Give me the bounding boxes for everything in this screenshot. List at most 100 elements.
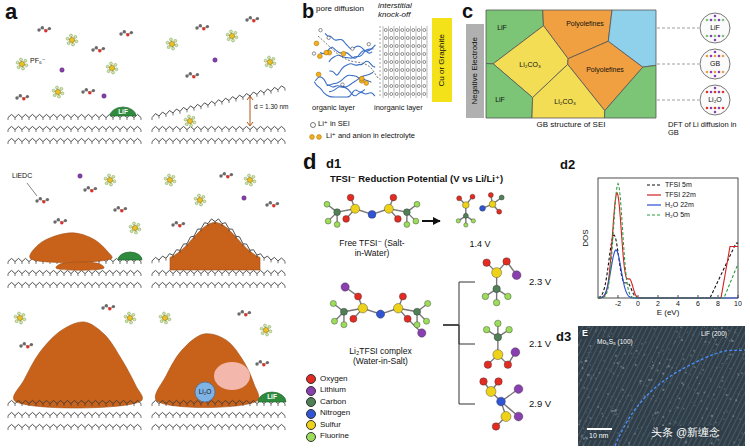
legend-swatch: [306, 374, 316, 384]
sei-lithium: [384, 45, 387, 48]
atom: [101, 306, 104, 309]
electrolyte-ion: [341, 51, 346, 56]
image-noise: [734, 331, 736, 333]
graphene-bond: [8, 142, 141, 144]
sei-lithium: [423, 93, 426, 96]
image-noise: [595, 377, 597, 379]
image-noise: [713, 394, 715, 396]
fluorine-atom: [106, 65, 109, 68]
image-noise: [742, 353, 743, 354]
image-noise: [687, 332, 688, 333]
image-noise: [623, 390, 624, 391]
image-noise: [736, 377, 738, 379]
graphene-layer: [152, 86, 285, 118]
lattice-atom: [718, 91, 721, 94]
pf6-molecule: [184, 115, 196, 127]
graphene-bond: [8, 118, 141, 120]
lattice-atom: [718, 71, 721, 74]
image-noise: [620, 366, 622, 368]
image-noise: [701, 363, 702, 364]
image-noise: [641, 343, 643, 345]
atom: [501, 412, 511, 422]
image-noise: [609, 396, 611, 398]
image-noise: [716, 398, 718, 400]
image-noise: [624, 410, 626, 412]
atom: [252, 19, 255, 22]
image-noise: [640, 383, 641, 384]
image-noise: [699, 383, 701, 385]
diffusion-path: [318, 36, 378, 78]
image-noise: [717, 354, 719, 356]
fluorine-atom: [130, 230, 133, 233]
image-noise: [588, 408, 590, 410]
atom: [244, 313, 247, 316]
atom: [178, 224, 181, 227]
sei-lithium: [423, 77, 426, 80]
image-noise: [619, 401, 620, 402]
legend-swatch: [306, 397, 316, 407]
lattice-atom: [714, 15, 717, 18]
leader-line: [27, 183, 37, 196]
phosphorus-atom: [162, 315, 167, 320]
atom: [90, 189, 93, 192]
graphene-bond: [152, 428, 285, 430]
li-molecule: [102, 94, 106, 98]
image-noise: [711, 415, 713, 417]
sol-molecule: [185, 72, 199, 78]
image-noise: [723, 412, 724, 413]
atom: [196, 73, 199, 76]
fluorine-atom: [24, 59, 27, 62]
lattice-line: [394, 26, 395, 98]
image-noise: [579, 420, 581, 422]
zoom-circle: [700, 49, 730, 79]
fluorine-atom: [164, 177, 167, 180]
atom: [35, 199, 38, 202]
lattice-line: [421, 26, 422, 98]
image-noise: [622, 374, 623, 375]
lattice-fringe: [733, 326, 745, 446]
sei-lithium: [390, 37, 393, 40]
image-noise: [616, 362, 618, 364]
lattice-atom: [714, 87, 717, 90]
image-noise: [696, 389, 698, 391]
fluorine-atom: [67, 42, 70, 45]
fluorine-atom: [60, 87, 63, 90]
image-noise: [679, 336, 680, 337]
graphene-bond: [8, 428, 141, 430]
image-noise: [578, 344, 580, 346]
atom: [414, 308, 421, 315]
image-noise: [616, 349, 618, 351]
image-noise: [721, 363, 722, 364]
image-noise: [714, 370, 716, 372]
atom: [265, 203, 268, 206]
sei-lithium: [395, 85, 398, 88]
atom: [185, 74, 188, 77]
plot-frame: [598, 178, 738, 298]
atom: [404, 222, 410, 228]
pf6-molecule: [14, 312, 26, 324]
fluorine-atom: [166, 41, 169, 44]
image-noise: [739, 418, 741, 420]
image-noise: [696, 376, 698, 378]
image-noise: [713, 444, 715, 446]
lattice-atom: [714, 91, 717, 94]
image-noise: [582, 368, 584, 370]
fluorine-atom: [107, 70, 110, 73]
image-noise: [737, 445, 739, 446]
lattice-fringe: [583, 326, 643, 446]
image-noise: [680, 326, 682, 328]
image-noise: [659, 362, 661, 364]
image-noise: [743, 358, 745, 360]
sei-lithium: [327, 36, 330, 39]
graphene-layer: [152, 412, 285, 415]
fluorine-atom: [232, 39, 235, 42]
lattice-line: [388, 26, 389, 98]
atom: [248, 311, 251, 314]
grain-label: LiF: [497, 24, 507, 32]
sei-lithium: [390, 29, 393, 32]
sei-lithium: [384, 85, 387, 88]
fluorine-atom: [187, 115, 190, 118]
potential-value: 2.9 V: [529, 399, 551, 409]
image-noise: [664, 440, 666, 442]
